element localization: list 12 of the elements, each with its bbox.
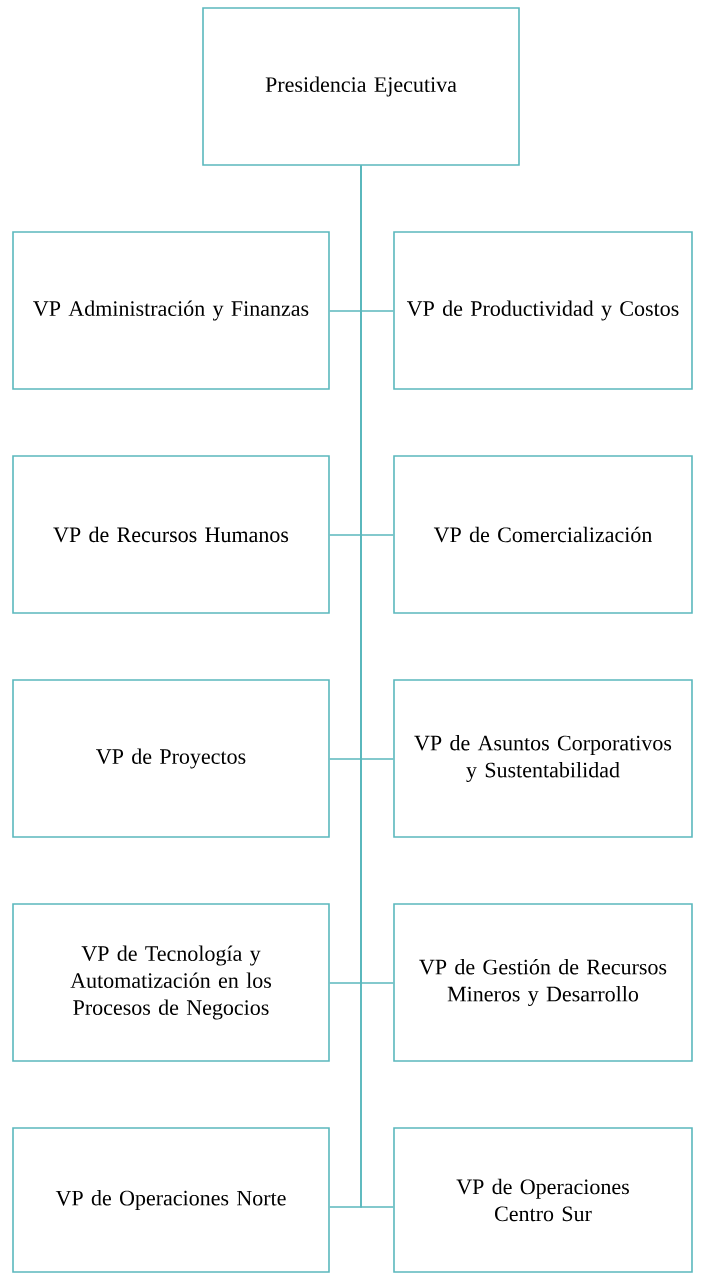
- org-box: VP de Proyectos: [12, 679, 330, 838]
- org-box: VP de Tecnología y Automatización en los Procesos de Negocios: [12, 903, 330, 1062]
- org-box: VP de Comercialización: [393, 455, 693, 614]
- org-box: VP de Productividad y Costos: [393, 231, 693, 390]
- connector-line: [360, 165, 394, 1208]
- org-box: Presidencia Ejecutiva: [202, 7, 520, 166]
- org-box: VP Administración y Finanzas: [12, 231, 330, 390]
- org-box: VP de Operaciones Norte: [12, 1127, 330, 1273]
- org-box: VP de Recursos Humanos: [12, 455, 330, 614]
- org-box: VP de Asuntos Corporativos y Sustentabilidad: [393, 679, 693, 838]
- org-box: VP de Gestión de Recursos Mineros y Desarrollo: [393, 903, 693, 1062]
- org-box: VP de Operaciones Centro Sur: [393, 1127, 693, 1273]
